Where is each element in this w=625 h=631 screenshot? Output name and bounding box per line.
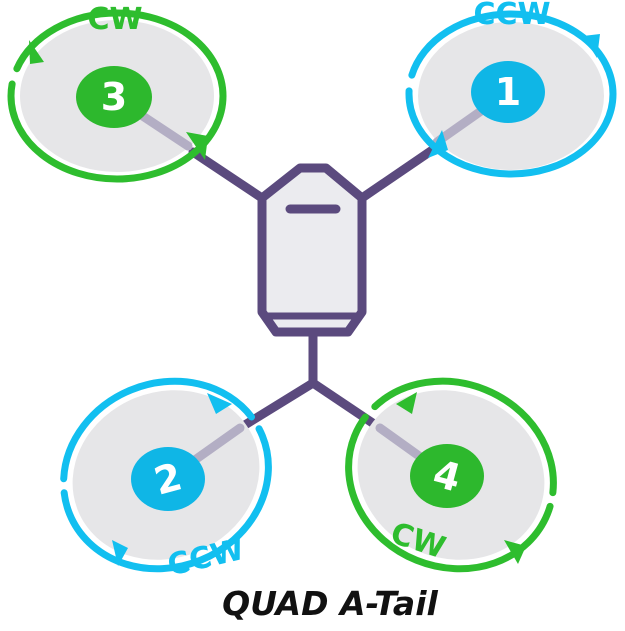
motor-hub-circle-1 — [471, 61, 545, 123]
motor-hub-circle-3 — [76, 66, 152, 128]
diagram-title: QUAD A-Tail — [222, 584, 438, 623]
arm-front-left — [188, 147, 267, 203]
motor-hub-2: 2 — [131, 447, 205, 511]
rotation-ring-2 — [60, 377, 272, 573]
motor-number-1: 1 — [495, 70, 521, 114]
arm-rear-left — [235, 378, 318, 433]
motor-hub-1: 1 — [471, 61, 545, 123]
rotation-rings — [7, 9, 617, 573]
rotation-ring-3 — [7, 9, 227, 183]
motor-hub-3: 3 — [76, 66, 152, 128]
arrow-1-top — [583, 34, 600, 58]
motor-hub-circle-4 — [410, 444, 484, 508]
motor-hub-circle-2 — [131, 447, 205, 511]
arrow-2-bottom — [112, 540, 128, 566]
motor-hubs: 3 1 2 4 — [76, 61, 545, 511]
arrow-3-top — [29, 40, 44, 64]
direction-label-3: CW — [87, 2, 142, 37]
arm-rear-right — [308, 378, 385, 433]
rotation-ring-1 — [405, 10, 617, 178]
arrow-2-top — [207, 393, 232, 414]
arrow-1-bottom — [428, 130, 448, 158]
arrow-4-bottom — [504, 540, 526, 564]
arrow-4-top — [396, 392, 417, 414]
direction-arrows — [29, 34, 600, 566]
motor-hub-4: 4 — [410, 444, 484, 508]
rotation-ring-4 — [345, 377, 557, 573]
direction-label-1: CCW — [473, 0, 550, 32]
arrow-3-bottom — [186, 132, 208, 160]
body-shell — [257, 163, 367, 337]
drone-body — [257, 163, 367, 337]
motor-number-3: 3 — [101, 75, 127, 119]
